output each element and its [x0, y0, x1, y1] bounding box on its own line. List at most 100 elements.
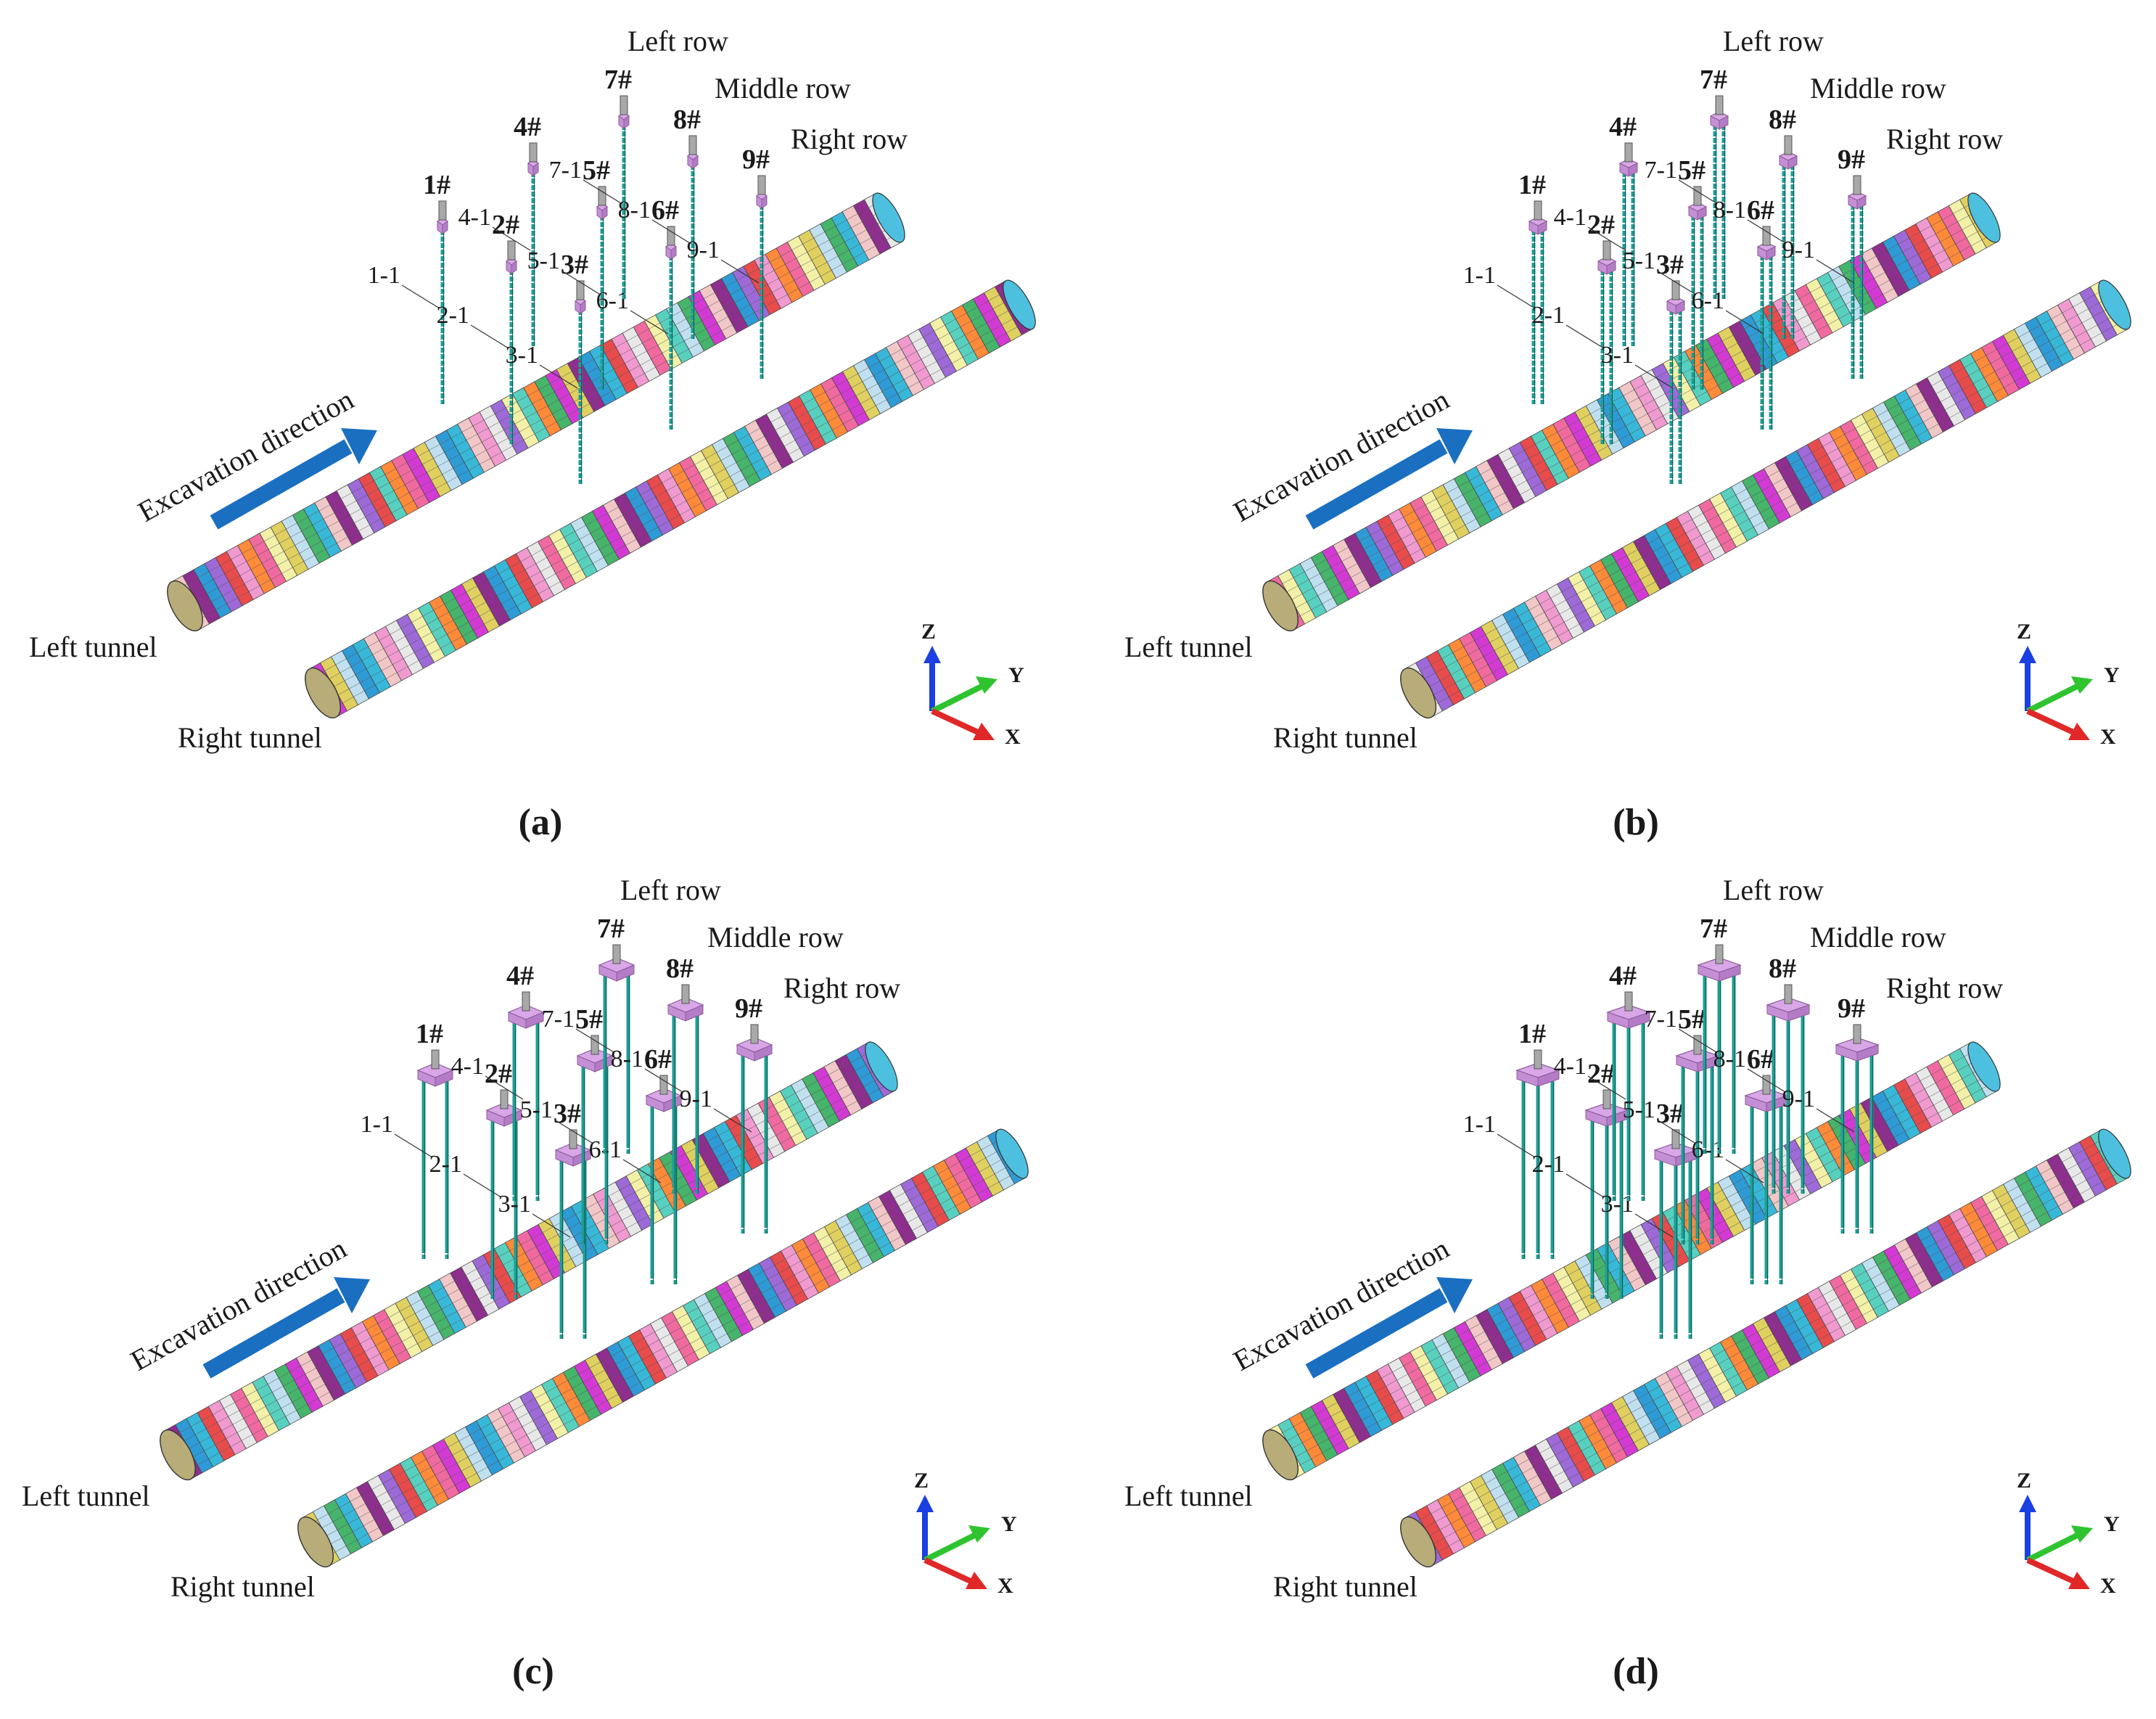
tunnel-mesh-line: [672, 340, 685, 348]
tunnel-mesh-line: [760, 1309, 771, 1316]
tunnel-mesh-line: [923, 1218, 934, 1225]
tunnel-mesh-line: [1598, 1424, 1610, 1432]
pile-cap-side: [623, 115, 630, 129]
tunnel-mesh-line: [1859, 1279, 1871, 1286]
tunnel-mesh-line: [606, 377, 619, 384]
tunnel-mesh-line: [588, 1232, 601, 1239]
tunnel-mesh-line: [699, 1171, 710, 1178]
tunnel-mesh-line: [836, 219, 847, 226]
tunnel-mesh-line: [1357, 557, 1369, 564]
tunnel-mesh-line: [1317, 589, 1329, 596]
tunnel-mesh-line: [1896, 260, 1908, 267]
tunnel-mesh-line: [904, 373, 916, 380]
tunnel-mesh-line: [342, 1358, 354, 1364]
right-row-label: Right row: [783, 972, 900, 1004]
panel-caption: (c): [512, 1651, 554, 1692]
tunnel-mesh-line: [204, 1444, 215, 1451]
tunnel-mesh-line: [525, 411, 538, 419]
tunnel-mesh-line: [1830, 1145, 1842, 1152]
tunnel-mesh-line: [600, 1355, 612, 1363]
pile-sub-label: 2-1: [429, 1151, 462, 1178]
tunnel-mesh-line: [616, 522, 628, 530]
tunnel-mesh-line: [686, 494, 698, 501]
tunnel-mesh-line: [620, 348, 632, 356]
tunnel-mesh-line: [1953, 1056, 1964, 1063]
tunnel-mesh-line: [715, 286, 726, 293]
tunnel-mesh-line: [727, 440, 738, 447]
tunnel-mesh-line: [1848, 1284, 1860, 1292]
tunnel-mesh-line: [2029, 1173, 2041, 1181]
tunnel-mesh-line: [1692, 512, 1703, 520]
tunnel-mesh-line: [790, 425, 802, 432]
tunnel-mesh-line: [332, 1363, 343, 1371]
tunnel-mesh-line: [448, 606, 460, 612]
tunnel-mesh-line: [527, 1428, 538, 1435]
tunnel-mesh-line: [402, 1487, 414, 1494]
tunnel-mesh-line: [849, 243, 860, 250]
tunnel-mesh-line: [1571, 450, 1582, 456]
tunnel-mesh-line: [2007, 337, 2019, 344]
tunnel-mesh-line: [377, 656, 389, 663]
tunnel-mesh-line: [1713, 501, 1725, 508]
tunnel-mesh-line: [772, 286, 783, 293]
tunnel-mesh-line: [287, 1387, 299, 1395]
tunnel-mesh-line: [368, 640, 379, 647]
tunnel-mesh-line: [520, 555, 532, 562]
tunnel-mesh-line: [1994, 1214, 2007, 1221]
tunnel-mesh-line: [863, 1080, 876, 1088]
tunnel-mesh-line: [1722, 1183, 1734, 1191]
tunnel-mesh-line: [553, 1424, 564, 1431]
tunnel-mesh-line: [894, 1191, 905, 1199]
tunnel-mesh-line: [1618, 1435, 1630, 1441]
tunnel-mesh-line: [1561, 1282, 1573, 1289]
tunnel-mesh-line: [585, 1406, 597, 1413]
tunnel-mesh-line: [1808, 1157, 1819, 1164]
tunnel-mesh-line: [1929, 242, 1941, 249]
tunnel-mesh-line: [443, 1281, 455, 1288]
tunnel-mesh-line: [734, 478, 746, 485]
tunnel-mesh-line: [677, 478, 688, 485]
tunnel-mesh-line: [1428, 1530, 1441, 1536]
tunnel-mesh-line: [1612, 599, 1624, 607]
tunnel-mesh-line: [723, 1137, 734, 1144]
tunnel-mesh-line: [1924, 1083, 1936, 1089]
tunnel-mesh-line: [670, 1327, 681, 1334]
tunnel-mesh-line: [825, 1273, 836, 1279]
middle-row-label: Middle row: [715, 72, 851, 104]
tunnel-mesh-line: [2044, 1176, 2056, 1183]
tunnel-mesh-line: [1616, 1404, 1627, 1411]
leader-line: [1725, 310, 1764, 335]
tunnel-mesh-line: [2086, 324, 2098, 332]
tunnel-mesh-line: [1906, 1102, 1919, 1109]
tunnel-mesh-line: [1884, 1297, 1896, 1304]
tunnel-mesh-line: [929, 1204, 941, 1211]
tunnel-mesh-line: [1480, 1317, 1492, 1324]
tunnel-mesh-line: [935, 1189, 947, 1197]
tunnel-mesh-line: [1443, 1379, 1455, 1387]
tunnel-mesh-line: [1967, 1240, 1978, 1247]
tunnel-mesh-line: [362, 1367, 374, 1374]
tunnel-mesh-line: [221, 1424, 233, 1431]
tunnel-mesh-line: [1743, 1376, 1754, 1382]
tunnel-mesh-line: [1646, 559, 1658, 566]
tunnel-mesh-line: [810, 1088, 823, 1096]
tunnel-mesh-line: [890, 1236, 902, 1243]
column-stub: [500, 1089, 509, 1109]
leader-line: [463, 1173, 502, 1198]
tunnel-mesh-line: [704, 292, 715, 299]
tunnel-mesh-line: [701, 1149, 712, 1156]
tunnel-mesh-line: [754, 1141, 765, 1148]
tunnel-mesh-line: [2027, 1196, 2039, 1203]
pile-label: 1#: [423, 170, 450, 200]
tunnel-mesh-line: [655, 491, 667, 498]
tunnel-mesh-line: [977, 300, 989, 308]
x-axis-arrow: [2026, 708, 2076, 736]
tunnel-mesh-line: [1544, 454, 1556, 461]
tunnel-mesh-line: [1484, 1325, 1497, 1332]
tunnel-mesh-line: [886, 1228, 897, 1235]
tunnel-mesh-line: [788, 1283, 799, 1289]
tunnel-mesh-line: [992, 303, 1004, 309]
tunnel-mesh-line: [1568, 1268, 1580, 1276]
tunnel-mesh-line: [539, 1400, 551, 1407]
tunnel-mesh-line: [1304, 565, 1316, 572]
